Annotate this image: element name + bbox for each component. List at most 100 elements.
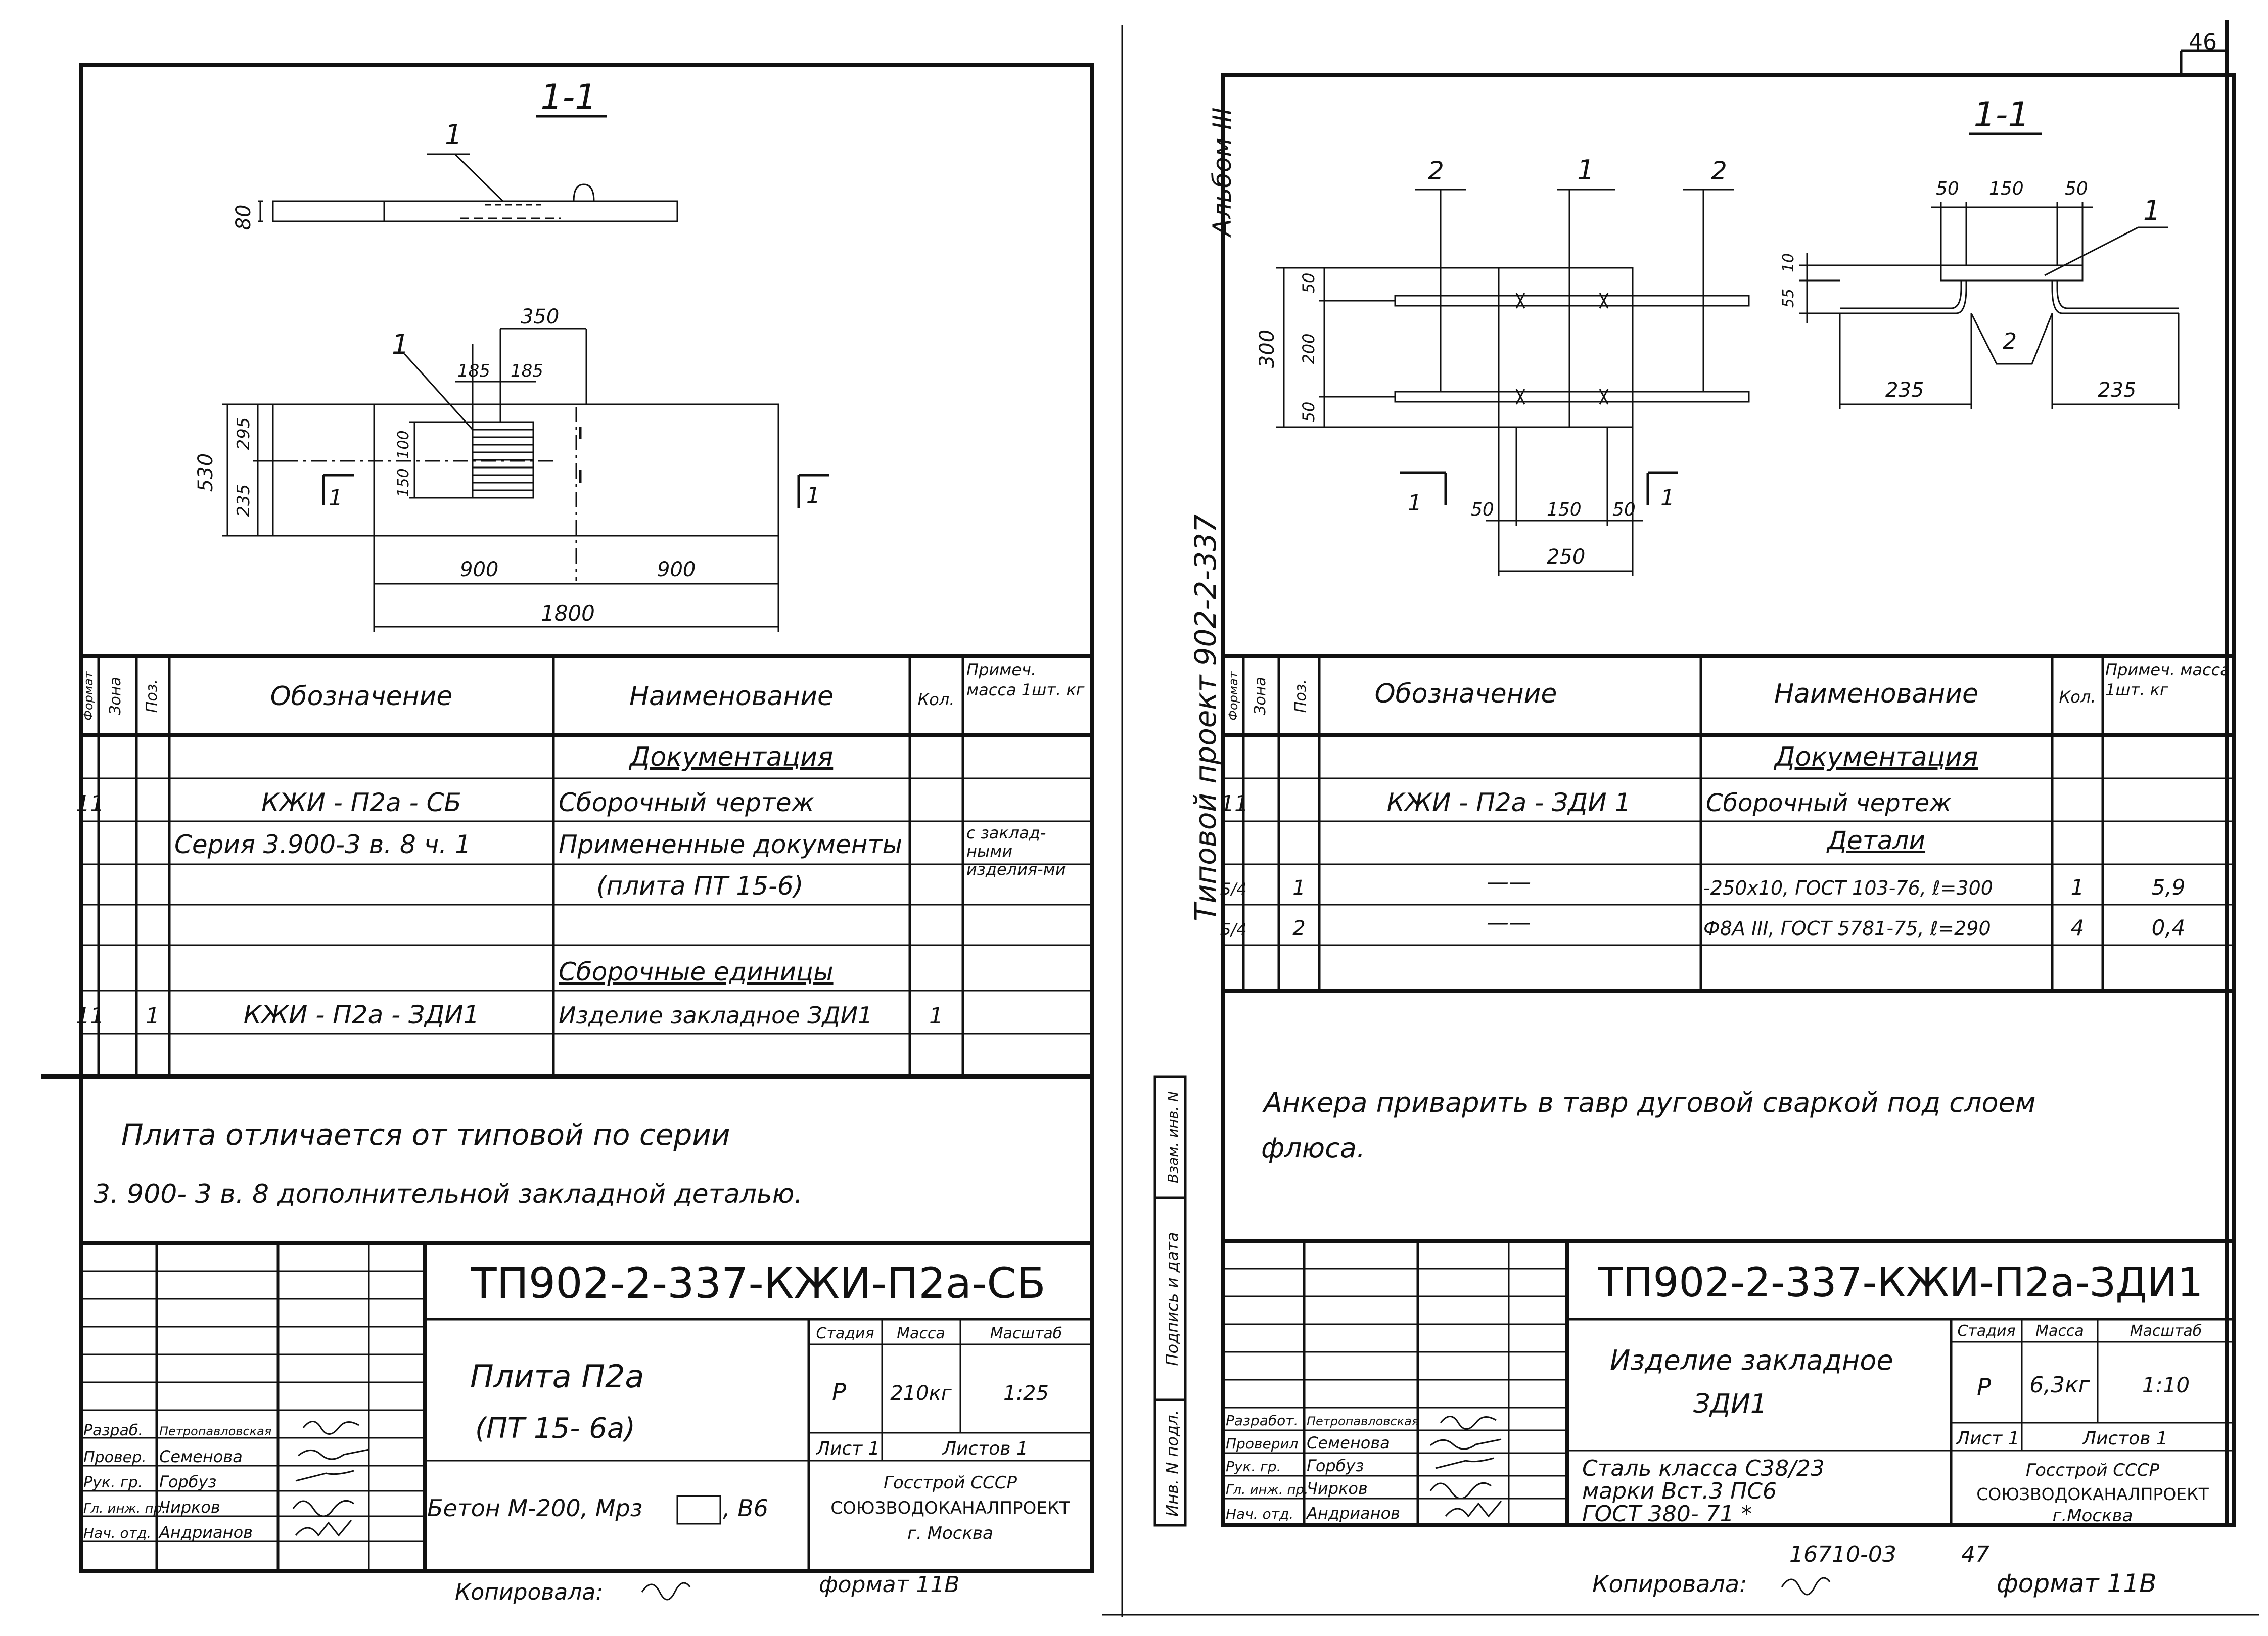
right-spec-section-parts: Детали [1826, 826, 1925, 855]
right-dim-300: 300 [1256, 330, 1279, 368]
right-sec-callout-leader-1 [2044, 226, 2139, 276]
right-side-stamp: Инв. N подл. Подпись и дата Взам. инв. N [1153, 1075, 1187, 1527]
left-footer-copied: Копировала: [455, 1579, 603, 1605]
left-row4-qty: 1 [929, 1003, 943, 1029]
right-dim-50d: 50 [1612, 499, 1636, 520]
left-staff-role-2: Рук. гр. [83, 1474, 143, 1491]
right-plate-plan [1283, 267, 1634, 428]
right-section-label: 1-1 [1973, 95, 2029, 135]
left-staff-role-4: Нач. отд. [83, 1525, 151, 1541]
left-dim-350: 350 [521, 305, 559, 329]
left-spec-table: Формат Зона Поз. Обозначение Наименовани… [76, 654, 1092, 1079]
right-mat1: Сталь класса С38/23 [1582, 1456, 1825, 1481]
left-spec-header-qty: Кол. [918, 690, 955, 709]
right-org3: г.Москва [2053, 1506, 2133, 1526]
left-spec-header-format: Формат [81, 671, 96, 720]
right-sec-callout-2: 2 [2003, 329, 2017, 354]
left-callout-1a: 1 [445, 119, 462, 151]
right-row1-format: 11 [1220, 791, 1248, 817]
right-row3-format: Б/4 [1220, 920, 1246, 939]
right-dim-50a: 50 [1299, 273, 1318, 294]
right-section-view: 2 50 150 50 1 10 55 235 235 [1780, 178, 2180, 409]
left-title-code: ТП902-2-337-КЖИ-П2а-СБ [470, 1258, 1045, 1308]
right-staff-role-3: Гл. инж. пр. [1226, 1482, 1308, 1498]
left-row1-designation: КЖИ - П2а - СБ [261, 788, 461, 817]
left-spec-header-designation: Обозначение [270, 681, 453, 712]
right-footer-copied: Копировала: [1592, 1570, 1747, 1598]
left-staff-name-2: Горбуз [159, 1472, 216, 1491]
left-embedded-hatch [473, 429, 533, 491]
right-row3-designation: —— [1487, 910, 1531, 936]
left-footer-signature [641, 1582, 691, 1601]
right-row2-name: -250х10, ГОСТ 103-76, ℓ=300 [1703, 877, 1993, 899]
right-title-line1: Изделие закладное [1610, 1344, 1893, 1376]
right-stage-label: Стадия [1957, 1322, 2015, 1340]
right-callout-1: 1 [1577, 154, 1594, 186]
right-sec-dim-55: 55 [1780, 289, 1797, 308]
right-anchor-bar-bottom [1394, 391, 1750, 403]
right-dim-50c: 50 [1471, 499, 1494, 520]
right-sec-callout-1: 1 [2143, 195, 2160, 226]
left-sheet-num: Лист 1 [815, 1438, 880, 1459]
left-spec-header-pos: Поз. [143, 679, 161, 713]
right-stamp-number: 16710-03 [1789, 1541, 1896, 1567]
right-dim-50b: 50 [1299, 402, 1318, 423]
left-dim-150: 150 [395, 468, 412, 497]
left-footer-format: формат 11В [819, 1572, 959, 1598]
left-sheet: 1-1 80 1 [41, 63, 1094, 1605]
right-side-inv2: Взам. инв. N [1165, 1091, 1181, 1183]
left-staff-name-4: Андрианов [158, 1523, 253, 1542]
right-note-line1: Анкера приварить в тавр дуговой сваркой … [1262, 1087, 2036, 1118]
left-spec-section-doc: Документация [629, 742, 833, 772]
right-spec-header-name: Наименование [1774, 679, 1978, 709]
left-dim-1800: 1800 [541, 601, 595, 626]
left-dim-185a: 185 [457, 361, 490, 381]
right-sec-dim-50b: 50 [2065, 178, 2088, 199]
left-spec-header-name: Наименование [629, 681, 834, 712]
left-dim-295: 295 [234, 417, 254, 450]
right-section-bar-right [2051, 281, 2179, 314]
right-spec-header-qty: Кол. [2059, 687, 2096, 707]
right-callout-2b: 2 [1711, 156, 1727, 185]
left-plate-plan [272, 403, 779, 537]
left-staff-role-0: Разраб. [83, 1422, 143, 1439]
right-mat3: ГОСТ 380- 71 * [1582, 1501, 1752, 1527]
left-dim-235: 235 [234, 484, 254, 517]
right-weld-marks [1515, 293, 1609, 405]
left-org1: Госстрой СССР [884, 1473, 1017, 1493]
left-material: Бетон М-200, Мрз [427, 1494, 642, 1522]
right-row3-note: 0,4 [2152, 915, 2186, 940]
left-elevation: 80 1 [232, 119, 678, 230]
right-side-sig: Подпись и дата [1163, 1232, 1182, 1366]
left-callout-leader-1a [454, 153, 504, 202]
left-spec-section-units: Сборочные единицы [559, 957, 834, 987]
left-row1-name: Сборочный чертеж [559, 788, 814, 817]
left-title-block: ТП902-2-337-КЖИ-П2а-СБ Плита П2а (ПТ 15-… [81, 1241, 1092, 1571]
right-spec-header-zone: Зона [1252, 677, 1269, 715]
right-spec-header-format: Формат [1226, 671, 1240, 720]
right-row3-qty: 4 [2071, 915, 2085, 940]
left-material-checkbox [676, 1495, 721, 1525]
left-row3-name: (плита ПТ 15-6) [596, 871, 803, 901]
right-scale-label: Масштаб [2130, 1322, 2202, 1340]
right-sheets-total: Листов 1 [2081, 1428, 2168, 1449]
right-signature-4 [1445, 1501, 1502, 1518]
left-dim-185b: 185 [511, 361, 543, 381]
right-dim-150: 150 [1547, 499, 1582, 520]
right-dim-250: 250 [1547, 545, 1585, 569]
right-frame [1221, 73, 2236, 1527]
right-sec-dim-235a: 235 [1885, 379, 1924, 402]
left-title-line1: Плита П2а [470, 1358, 644, 1395]
right-title-code: ТП902-2-337-КЖИ-П2а-ЗДИ1 [1597, 1259, 2203, 1306]
right-title-block: ТП902-2-337-КЖИ-П2а-ЗДИ1 Изделие закладн… [1223, 1239, 2234, 1527]
left-dim-900b: 900 [657, 558, 696, 581]
left-mass-label: Масса [897, 1325, 945, 1342]
right-cut-mark-right: 1 [1660, 485, 1675, 511]
right-staff-name-1: Семенова [1307, 1433, 1390, 1453]
right-spec-header-note: Примеч. масса 1шт. кг [2105, 660, 2230, 699]
left-row2-note: с заклад-ными изделия-ми [966, 824, 1066, 879]
right-mat2: марки Вст.3 ПС6 [1582, 1478, 1777, 1504]
right-row2-pos: 1 [1292, 876, 1305, 900]
right-side-album: Альбом III [1208, 108, 1237, 238]
